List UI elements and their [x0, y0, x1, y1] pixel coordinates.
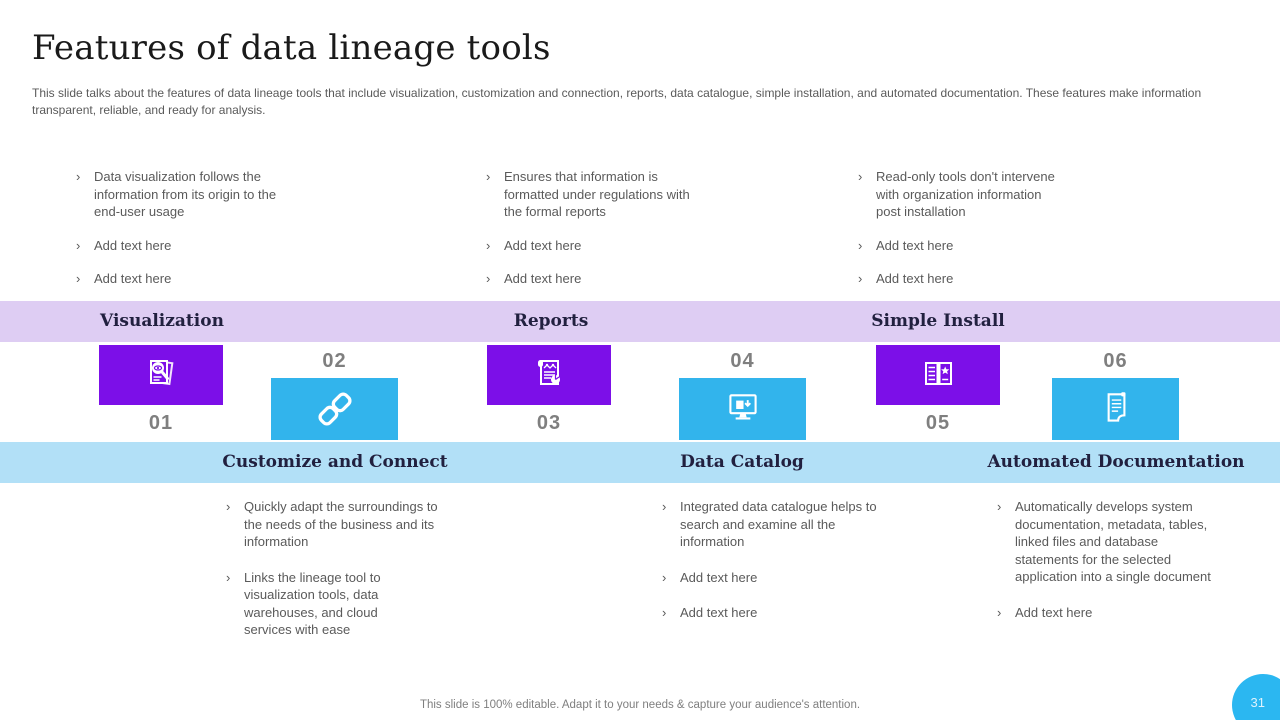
- step-number-05: 05: [925, 412, 951, 434]
- monitor-data-icon: [728, 394, 757, 420]
- data-catalog-tile: [679, 378, 806, 440]
- report-scroll-chart-icon: [538, 360, 560, 385]
- bullet-text: Quickly adapt the surroundings to the ne…: [244, 499, 438, 549]
- chevron-bullet-icon: ›: [858, 169, 863, 184]
- list-item: › Add text here: [76, 237, 294, 255]
- slide-subtitle: This slide talks about the features of d…: [32, 86, 1202, 118]
- bullet-text: Add text here: [680, 605, 758, 620]
- open-book-star-icon: [925, 362, 952, 385]
- footer-note: This slide is 100% editable. Adapt it to…: [419, 699, 861, 711]
- data-catalog-bullet-list: › Integrated data catalogue helps to sea…: [662, 498, 878, 640]
- chevron-bullet-icon: ›: [858, 271, 863, 286]
- reports-tile: [487, 345, 611, 405]
- bullet-text: Ensures that information is formatted un…: [504, 169, 690, 219]
- bullet-text: Add text here: [680, 569, 758, 585]
- bullet-text: Data visualization follows the informati…: [94, 169, 277, 219]
- bullet-text: Add text here: [94, 237, 172, 253]
- bullet-text: Automatically develops system documentat…: [1015, 499, 1211, 584]
- chevron-bullet-icon: ›: [486, 271, 491, 286]
- customize-connect-bullet-list: › Quickly adapt the surroundings to the …: [226, 498, 448, 657]
- top-category-band: [0, 301, 1280, 342]
- list-item: › Add text here: [486, 237, 702, 255]
- customize-connect-tile: [271, 378, 398, 440]
- reports-bullet-list: › Ensures that information is formatted …: [486, 168, 702, 304]
- document-magnifier-eye-icon: [150, 359, 174, 386]
- chevron-bullet-icon: ›: [662, 569, 667, 585]
- step-number-04: 04: [730, 350, 755, 372]
- list-item: › Data visualization follows the informa…: [76, 168, 294, 221]
- bullet-text: Add text here: [504, 271, 582, 286]
- list-item: › Add text here: [76, 270, 294, 288]
- band-label-simple-install: Simple Install: [871, 311, 1005, 331]
- visualization-tile: [99, 345, 223, 405]
- step-number-06: 06: [1103, 350, 1128, 372]
- chevron-bullet-icon: ›: [997, 604, 1002, 620]
- page-number: 31: [1250, 695, 1265, 710]
- list-item: › Integrated data catalogue helps to sea…: [662, 498, 878, 551]
- chevron-bullet-icon: ›: [662, 605, 667, 620]
- chevron-bullet-icon: ›: [76, 169, 81, 184]
- simple-install-tile: [876, 345, 1000, 405]
- chain-link-icon: [317, 392, 352, 426]
- automated-documentation-bullet-list: › Automatically develops system document…: [997, 498, 1219, 639]
- step-number-02: 02: [322, 350, 347, 372]
- list-item: › Add text here: [858, 270, 1066, 288]
- bullet-text: Add text here: [1015, 604, 1093, 620]
- band-label-customize-connect: Customize and Connect: [222, 452, 448, 472]
- bullet-text: Integrated data catalogue helps to searc…: [680, 499, 877, 549]
- chevron-bullet-icon: ›: [226, 499, 231, 514]
- page-title: Features of data lineage tools: [32, 28, 551, 68]
- list-item: › Ensures that information is formatted …: [486, 168, 702, 221]
- band-label-reports: Reports: [513, 311, 589, 331]
- list-item: › Add text here: [486, 270, 702, 288]
- automated-documentation-tile: [1052, 378, 1179, 440]
- step-number-03: 03: [536, 412, 562, 434]
- document-lines-icon: [1107, 392, 1125, 422]
- chevron-bullet-icon: ›: [486, 169, 491, 184]
- band-label-visualization: Visualization: [100, 311, 224, 331]
- list-item: › Links the lineage tool to visualizatio…: [226, 569, 448, 639]
- bullet-text: Links the lineage tool to visualization …: [244, 569, 381, 638]
- bottom-category-band: [0, 442, 1280, 483]
- band-label-data-catalog: Data Catalog: [680, 452, 804, 472]
- list-item: › Read-only tools don't intervene with o…: [858, 168, 1066, 221]
- chevron-bullet-icon: ›: [76, 271, 81, 286]
- list-item: › Add text here: [662, 569, 878, 587]
- band-label-automated-documentation: Automated Documentation: [987, 452, 1245, 472]
- chevron-bullet-icon: ›: [662, 499, 667, 514]
- chevron-bullet-icon: ›: [858, 237, 863, 253]
- visualization-bullet-list: › Data visualization follows the informa…: [76, 168, 294, 304]
- list-item: › Quickly adapt the surroundings to the …: [226, 498, 448, 551]
- chevron-bullet-icon: ›: [76, 237, 81, 253]
- chevron-bullet-icon: ›: [226, 569, 231, 585]
- bullet-text: Add text here: [504, 237, 582, 253]
- list-item: › Automatically develops system document…: [997, 498, 1219, 586]
- list-item: › Add text here: [997, 604, 1219, 622]
- bullet-text: Read-only tools don't intervene with org…: [876, 169, 1055, 219]
- bullet-text: Add text here: [876, 271, 954, 286]
- step-number-01: 01: [148, 412, 174, 434]
- simple-install-bullet-list: › Read-only tools don't intervene with o…: [858, 168, 1066, 304]
- chevron-bullet-icon: ›: [997, 499, 1002, 514]
- bullet-text: Add text here: [94, 271, 172, 286]
- bullet-text: Add text here: [876, 237, 954, 253]
- list-item: › Add text here: [858, 237, 1066, 255]
- chevron-bullet-icon: ›: [486, 237, 491, 253]
- list-item: › Add text here: [662, 604, 878, 622]
